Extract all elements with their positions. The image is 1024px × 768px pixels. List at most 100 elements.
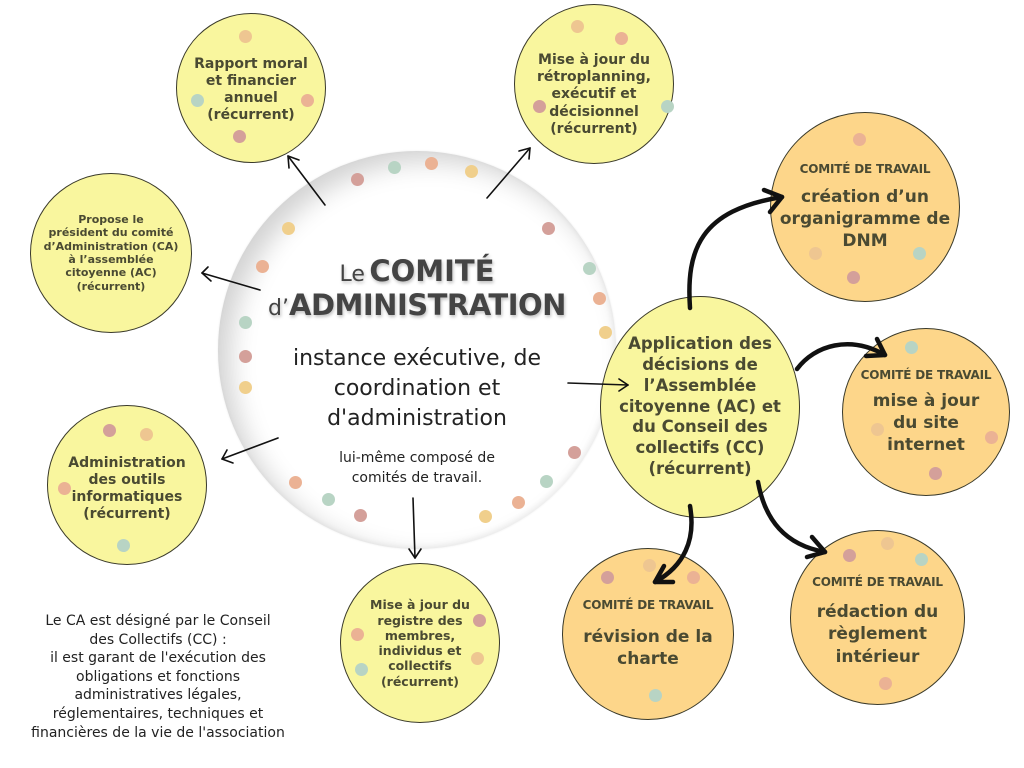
note-line: il est garant de l'exécution des <box>50 650 266 667</box>
task-bubble-retroplanning[interactable]: Mise à jour du rétroplanning, exécutif e… <box>514 4 674 164</box>
central-title-line2: d’ADMINISTRATION <box>218 288 616 322</box>
decor-dot <box>599 326 612 339</box>
decor-dot <box>512 496 525 509</box>
decor-dot <box>191 94 204 107</box>
committee-text: création d’un organigramme de DNM <box>780 186 950 252</box>
committee-bubble-charte[interactable]: COMITÉ DE TRAVAIL révision de la charte <box>562 548 734 720</box>
decor-dot <box>533 100 546 113</box>
note-line: Le CA est désigné par le Conseil <box>45 613 271 629</box>
decor-dot <box>351 628 364 641</box>
decor-dot <box>103 424 116 437</box>
text-line: à l’assemblée <box>68 253 154 266</box>
text-line: charte <box>617 649 679 669</box>
decor-dot <box>905 341 918 354</box>
decor-dot <box>465 165 478 178</box>
text-line: DNM <box>842 231 888 252</box>
text-line: décisions de <box>642 355 758 375</box>
task-bubble-rapport[interactable]: Rapport moral et financier annuel (récur… <box>176 13 326 163</box>
text-line: création d’un <box>801 186 929 207</box>
text-line: intérieur <box>835 646 920 667</box>
text-line: informatiques <box>71 489 183 505</box>
text-line: Administration <box>68 454 186 471</box>
task-text: Application des décisions de l’Assemblée… <box>619 334 781 479</box>
decor-dot <box>479 510 492 523</box>
text-line: révision de la <box>583 626 713 647</box>
text-line: mise à jour <box>872 390 980 411</box>
central-title-word: COMITÉ <box>369 254 495 288</box>
decor-dot <box>853 133 866 146</box>
task-bubble-president[interactable]: Propose le président du comité d’Adminis… <box>30 173 192 333</box>
text-line: d’Administration (CA) <box>43 239 179 253</box>
decor-dot <box>540 475 553 488</box>
central-subtitle: instance exécutive, de coordination et d… <box>260 344 574 434</box>
decor-dot <box>913 247 926 260</box>
task-text: Administration des outils informatiques … <box>68 455 185 523</box>
text-line: rétroplanning, <box>537 69 651 86</box>
text-line: organigramme de <box>779 208 951 229</box>
committee-bubble-site[interactable]: COMITÉ DE TRAVAIL mise à jour du site in… <box>842 328 1010 496</box>
text-line: individus et <box>378 643 462 658</box>
task-bubble-registre[interactable]: Mise à jour du registre des membres, ind… <box>340 563 500 723</box>
task-bubble-application[interactable]: Application des décisions de l’Assemblée… <box>600 296 800 518</box>
text-line: membres, <box>384 627 456 643</box>
committee-bubble-organigramme[interactable]: COMITÉ DE TRAVAIL création d’un organigr… <box>770 112 960 302</box>
decor-dot <box>58 482 71 495</box>
decor-dot <box>568 446 581 459</box>
decor-dot <box>351 173 364 186</box>
decor-dot <box>593 292 606 305</box>
text-line: collectifs <box>388 658 452 674</box>
note-line: des Collectifs (CC) : <box>89 631 227 648</box>
committee-kicker: COMITÉ DE TRAVAIL <box>799 161 931 176</box>
decor-dot <box>354 509 367 522</box>
text-line: (récurrent) <box>207 107 295 124</box>
text-line: du Conseil des <box>632 417 768 437</box>
decor-dot <box>471 652 484 665</box>
note-line: administratives légales, <box>74 687 242 704</box>
committee-bubble-reglement[interactable]: COMITÉ DE TRAVAIL rédaction du règlement… <box>790 530 965 705</box>
ca-designation-note: Le CA est désigné par le Conseil des Col… <box>0 612 316 742</box>
subtitle-line: d'administration <box>327 405 507 431</box>
text-line: Rapport moral <box>194 55 308 72</box>
decor-dot <box>871 423 884 436</box>
task-bubble-outils[interactable]: Administration des outils informatiques … <box>47 405 207 565</box>
central-title-prefix: d’ <box>268 296 290 321</box>
text-line: (récurrent) <box>380 673 460 689</box>
decor-dot <box>615 32 628 45</box>
text-line: (récurrent) <box>76 279 146 293</box>
task-text: Rapport moral et financier annuel (récur… <box>194 56 308 124</box>
central-detail: lui-même composé de comités de travail. <box>300 449 534 488</box>
text-line: président du comité <box>48 226 174 240</box>
decor-dot <box>661 100 674 113</box>
committee-text: mise à jour du site internet <box>873 390 980 456</box>
decor-dot <box>289 476 302 489</box>
text-line: rédaction du <box>816 602 939 623</box>
decor-dot <box>929 467 942 480</box>
central-title-word: ADMINISTRATION <box>289 288 566 322</box>
task-text: Mise à jour du registre des membres, ind… <box>370 597 470 689</box>
decor-dot <box>601 571 614 584</box>
task-text: Mise à jour du rétroplanning, exécutif e… <box>537 52 651 137</box>
text-line: (récurrent) <box>648 458 752 478</box>
decor-dot <box>239 30 252 43</box>
decor-dot <box>355 663 368 676</box>
note-line: financières de la vie de l'association <box>31 724 285 741</box>
decor-dot <box>881 537 894 550</box>
detail-line: comités de travail. <box>351 469 483 486</box>
text-line: citoyenne (AC) <box>65 266 157 280</box>
decor-dot <box>571 20 584 33</box>
text-line: du site <box>893 412 959 433</box>
decor-dot <box>687 571 700 584</box>
text-line: Mise à jour du <box>538 52 650 69</box>
text-line: l’Assemblée <box>643 375 757 395</box>
detail-line: lui-même composé de <box>339 450 495 466</box>
committee-text: révision de la charte <box>583 626 712 670</box>
decor-dot <box>282 222 295 235</box>
committee-kicker: COMITÉ DE TRAVAIL <box>582 597 714 612</box>
decor-dot <box>473 614 486 627</box>
decor-dot <box>643 559 656 572</box>
decor-dot <box>915 553 928 566</box>
text-line: annuel <box>224 90 278 106</box>
decor-dot <box>649 689 662 702</box>
decor-dot <box>985 431 998 444</box>
text-line: registre des <box>377 612 463 628</box>
